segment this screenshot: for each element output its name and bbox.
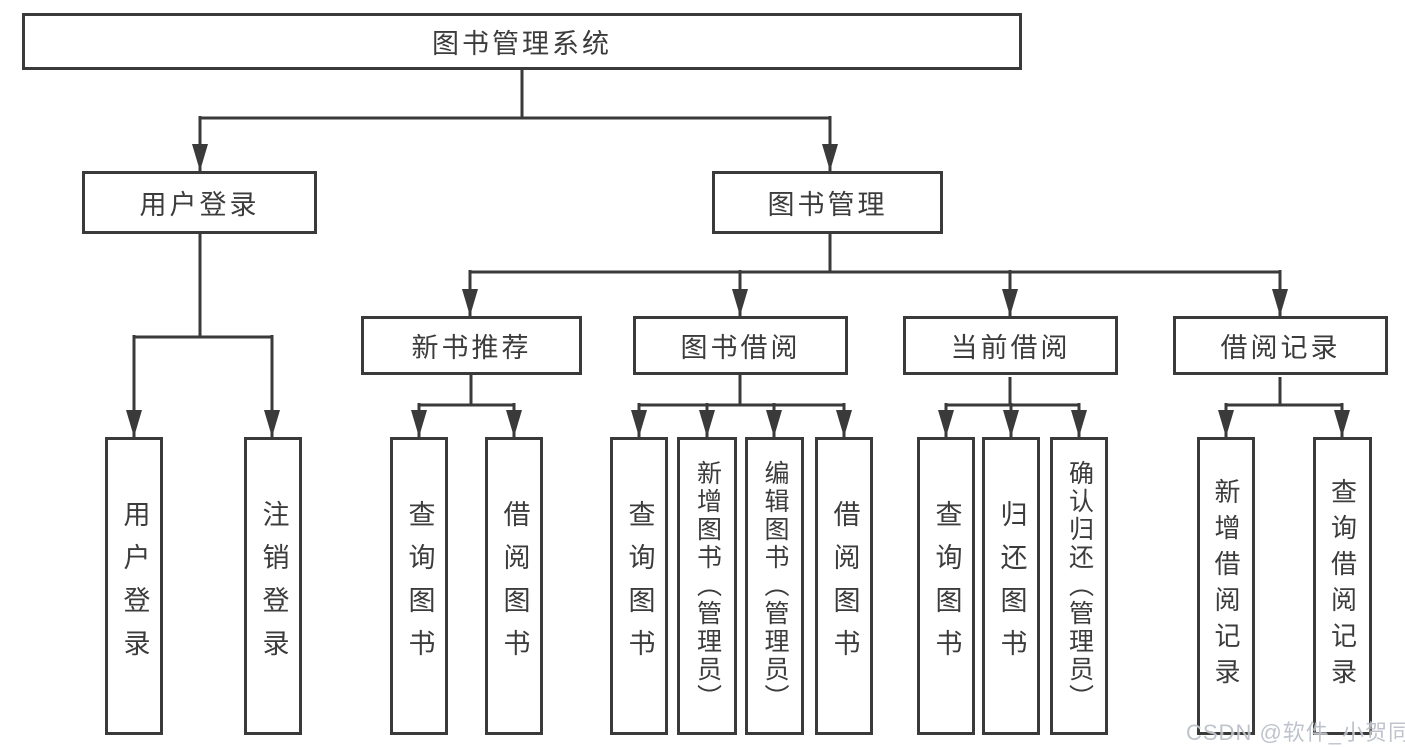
node-borrowing-records: 借阅记录 [1173, 316, 1388, 375]
arrowheads [126, 144, 1350, 437]
node-query-books-current: 查询图书 [917, 437, 975, 735]
node-new-book-recommend: 新书推荐 [361, 316, 582, 375]
node-borrow-books-leaf: 借阅图书 [815, 437, 873, 735]
node-confirm-return-admin: 确认归还（管理员） [1050, 437, 1108, 735]
node-edit-books-admin: 编辑图书（管理员） [745, 437, 804, 735]
node-library-management-system: 图书管理系统 [22, 13, 1022, 70]
node-return-books: 归还图书 [982, 437, 1040, 735]
node-user-login-leaf: 用户登录 [105, 437, 163, 735]
node-add-borrow-record: 新增借阅记录 [1197, 437, 1255, 735]
node-book-management-branch: 图书管理 [712, 171, 943, 234]
csdn-watermark: CSDN @软件_小贺同学 [1186, 720, 1405, 745]
node-borrow-books-recommend: 借阅图书 [485, 437, 543, 735]
node-user-login-branch: 用户登录 [82, 171, 317, 234]
node-query-books-recommend: 查询图书 [390, 437, 448, 735]
tree-edges [132, 70, 1344, 437]
node-add-books-admin: 新增图书（管理员） [677, 437, 737, 735]
node-query-borrow-record: 查询借阅记录 [1313, 437, 1372, 735]
node-logout-leaf: 注销登录 [244, 437, 302, 735]
node-current-borrowing: 当前借阅 [903, 316, 1118, 375]
node-query-books-borrowing: 查询图书 [610, 437, 668, 735]
node-book-borrowing: 图书借阅 [633, 316, 848, 375]
